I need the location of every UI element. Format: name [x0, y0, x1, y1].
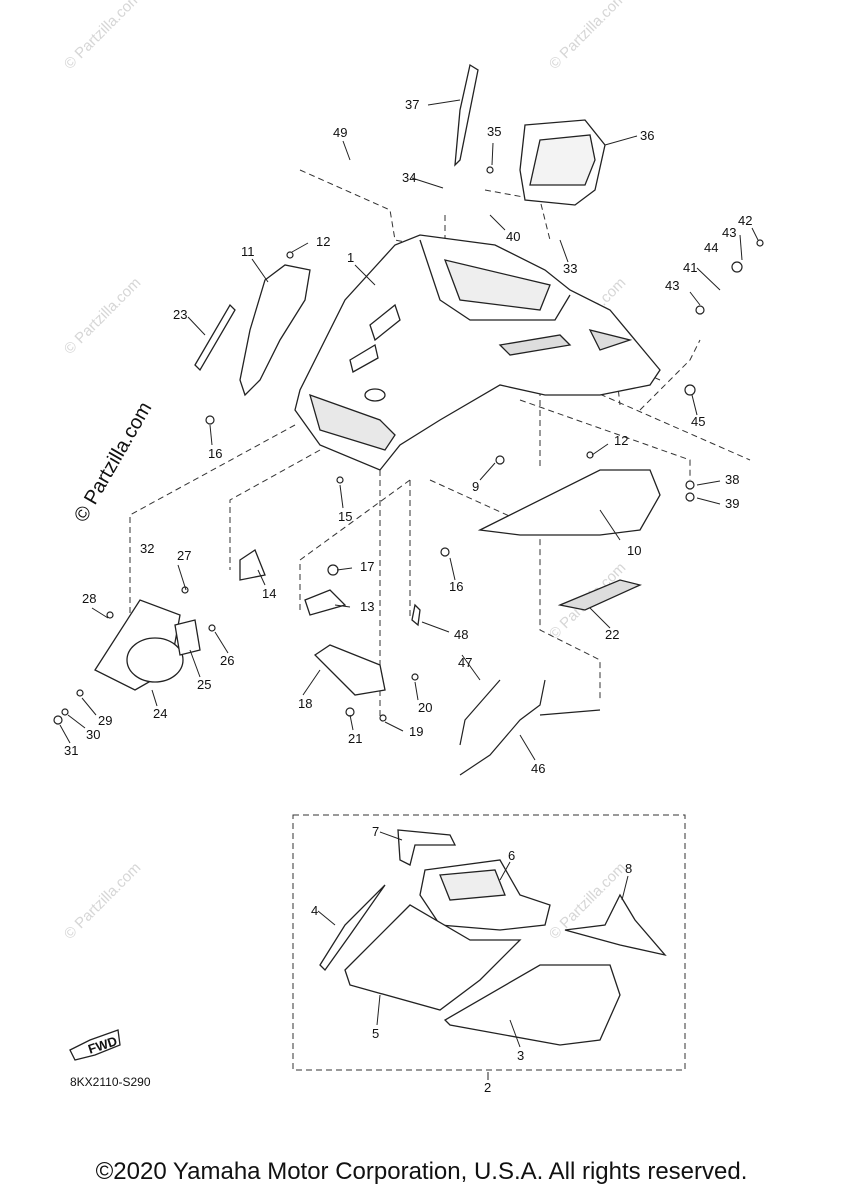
part-label: 22	[605, 627, 619, 642]
part-label: 3	[517, 1048, 524, 1063]
part-labels: 1 2 3 4 5 6 7 8 9 10 11 12 12 13 14 15 1…	[64, 97, 752, 1095]
part-label: 26	[220, 653, 234, 668]
part-label: 42	[738, 213, 752, 228]
part-label: 34	[402, 170, 416, 185]
visor-part	[454, 63, 479, 167]
fwd-label: FWD	[86, 1033, 119, 1056]
part-label: 25	[197, 677, 211, 692]
windshield	[519, 119, 606, 206]
side-panels	[194, 264, 661, 611]
watermark: © Partzilla.com	[61, 859, 144, 942]
part-label: 19	[409, 724, 423, 739]
cables	[459, 679, 601, 776]
copyright-notice: ©2020 Yamaha Motor Corporation, U.S.A. A…	[95, 1158, 748, 1185]
part-label: 7	[372, 824, 379, 839]
leader-lines	[59, 99, 759, 1080]
part-label: 39	[725, 496, 739, 511]
part-label: 12	[316, 234, 330, 249]
part-label: 41	[683, 260, 697, 275]
part-label: 40	[506, 229, 520, 244]
part-label: 24	[153, 706, 167, 721]
part-label: 5	[372, 1026, 379, 1041]
part-label: 13	[360, 599, 374, 614]
part-label: 33	[563, 261, 577, 276]
part-label: 28	[82, 591, 96, 606]
part-label: 10	[627, 543, 641, 558]
part-label: 44	[704, 240, 718, 255]
part-label: 20	[418, 700, 432, 715]
part-label: 15	[338, 509, 352, 524]
watermark: © Partzilla.com	[61, 0, 144, 73]
part-label: 49	[333, 125, 347, 140]
part-label: 30	[86, 727, 100, 742]
part-label: 37	[405, 97, 419, 112]
part-label: 35	[487, 124, 501, 139]
decal-kit	[292, 814, 686, 1071]
part-label: 45	[691, 414, 705, 429]
part-label: 8	[625, 861, 632, 876]
part-label: 4	[311, 903, 318, 918]
part-label: 18	[298, 696, 312, 711]
part-label: 47	[458, 655, 472, 670]
part-label: 11	[241, 244, 255, 259]
lower-parts	[94, 549, 421, 696]
part-label: 2	[484, 1080, 491, 1095]
part-label: 43	[722, 225, 736, 240]
part-label: 9	[472, 479, 479, 494]
part-label: 14	[262, 586, 276, 601]
part-label: 32	[140, 541, 154, 556]
fwd-arrow: FWD	[69, 1029, 121, 1061]
part-label: 12	[614, 433, 628, 448]
watermark: © Partzilla.com	[546, 0, 629, 73]
part-label: 29	[98, 713, 112, 728]
part-label: 48	[454, 627, 468, 642]
part-label: 27	[177, 548, 191, 563]
part-label: 31	[64, 743, 78, 758]
part-label: 21	[348, 731, 362, 746]
part-label: 6	[508, 848, 515, 863]
part-label: 16	[449, 579, 463, 594]
part-label: 16	[208, 446, 222, 461]
watermark: © Partzilla.com	[61, 274, 144, 357]
part-label: 36	[640, 128, 654, 143]
part-label: 1	[347, 250, 354, 265]
part-label: 17	[360, 559, 374, 574]
part-label: 43	[665, 278, 679, 293]
diagram-code: 8KX2110-S290	[70, 1075, 151, 1089]
fasteners	[53, 166, 764, 725]
part-label: 38	[725, 472, 739, 487]
front-cowl	[294, 234, 661, 471]
part-label: 46	[531, 761, 545, 776]
part-label: 23	[173, 307, 187, 322]
